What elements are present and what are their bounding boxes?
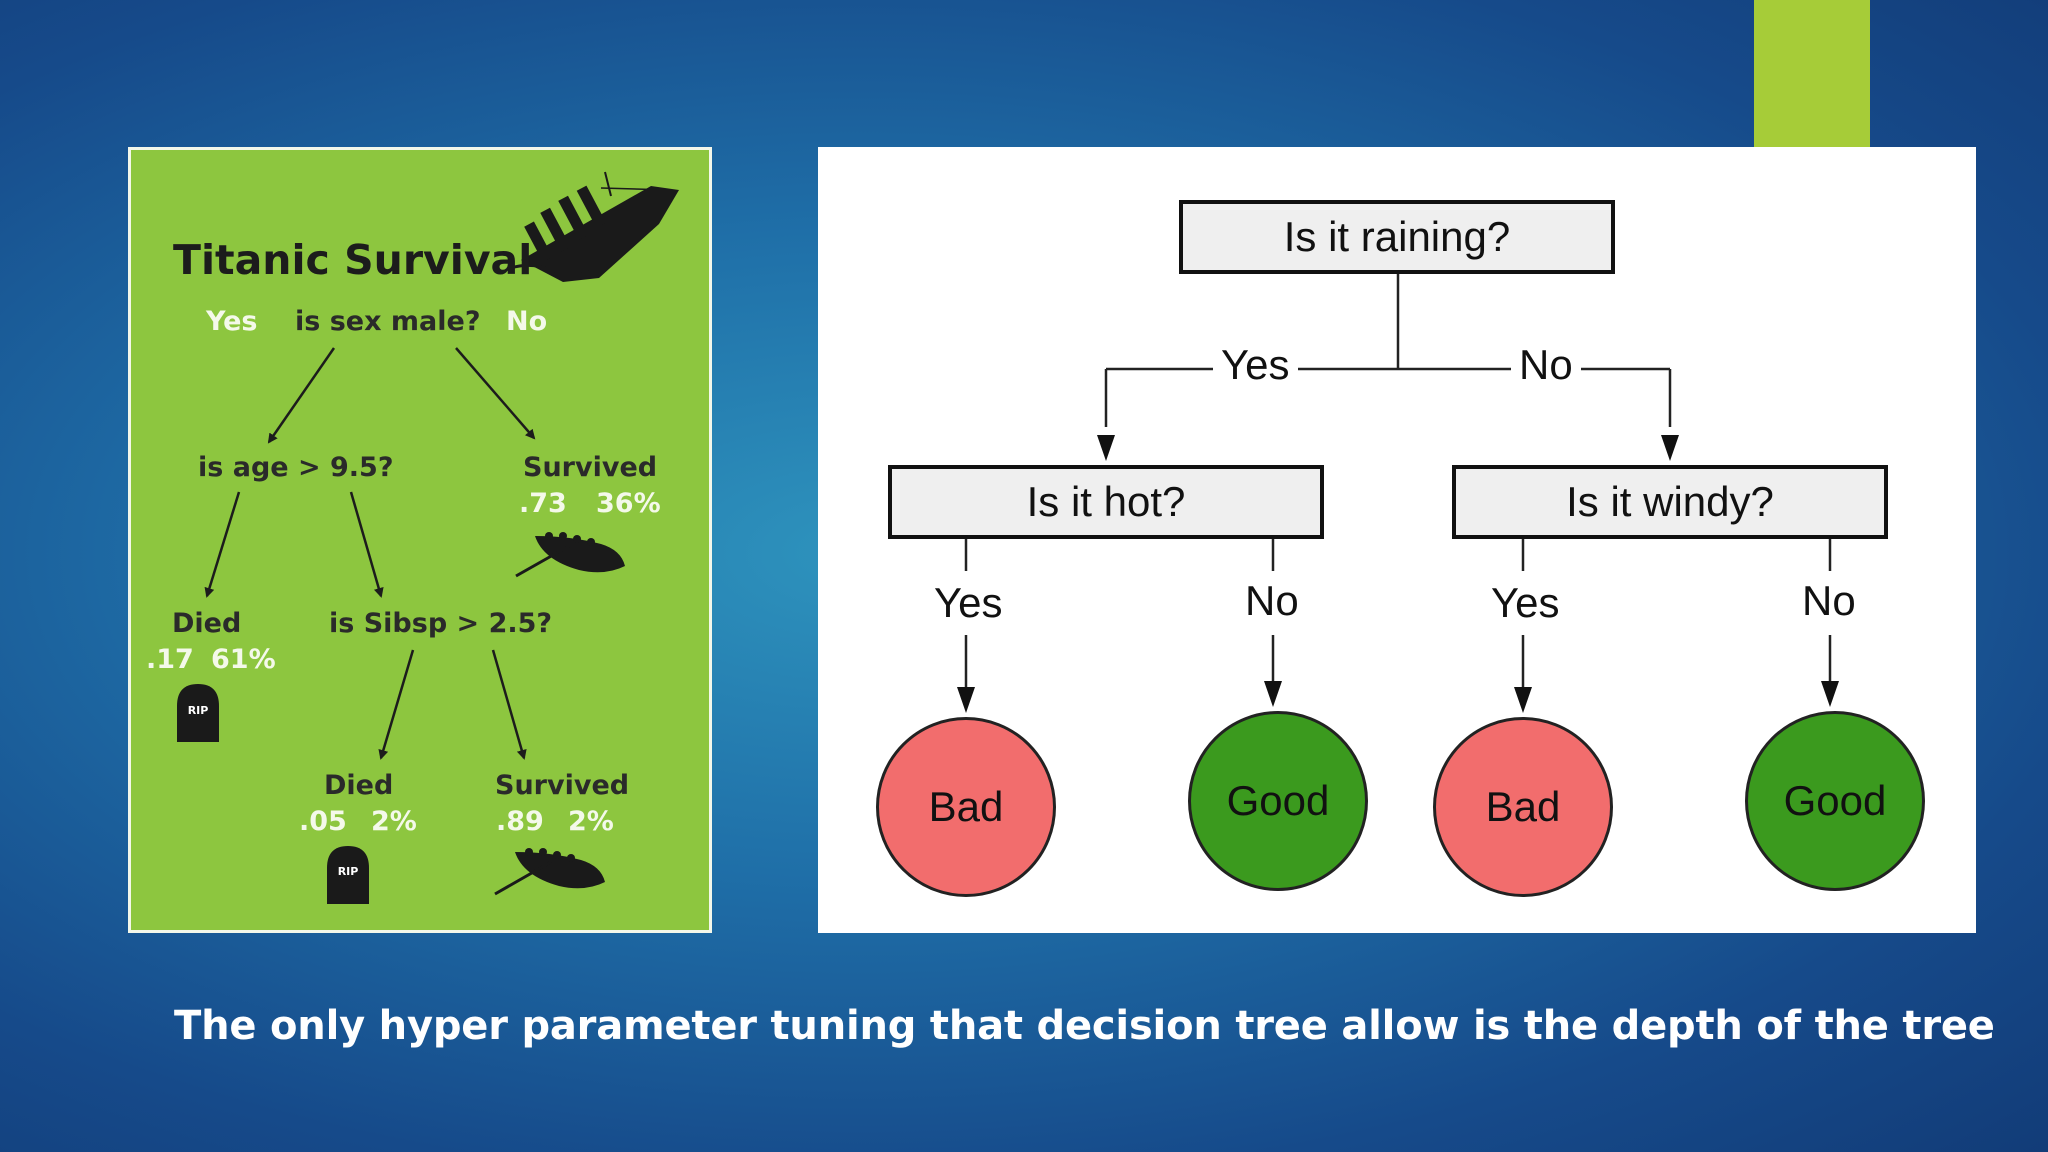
edge-root-to-age <box>267 347 336 444</box>
tombstone-icon: RIP <box>177 684 219 742</box>
titanic-title: Titanic Survival <box>173 236 533 284</box>
age-node-question: is age > 9.5? <box>198 452 394 483</box>
windy-yes-label: Yes <box>1483 579 1568 627</box>
survived-top-label: Survived <box>523 452 658 483</box>
windy-yes-leaf-bad: Bad <box>1433 717 1613 897</box>
windy-no-leaf-good: Good <box>1745 711 1925 891</box>
slide-caption: The only hyper parameter tuning that dec… <box>174 1003 1995 1049</box>
sibsp-node-question: is Sibsp > 2.5? <box>329 608 553 639</box>
died-left-prob: .17 <box>146 644 194 675</box>
tombstone-text: RIP <box>338 865 359 878</box>
died-left-pct: 61% <box>211 644 276 675</box>
hot-no-label: No <box>1237 577 1307 625</box>
accent-bar <box>1754 0 1870 147</box>
survived-top-pct: 36% <box>596 488 661 519</box>
sinking-ship-icon <box>510 171 679 282</box>
hot-yes-leaf-bad: Bad <box>876 717 1056 897</box>
tombstone-text: RIP <box>188 704 209 717</box>
tombstone-icon: RIP <box>327 846 369 904</box>
died-bottom-pct: 2% <box>371 806 417 837</box>
weather-decision-tree: Is it raining? Yes No Is it hot? Is it w… <box>818 147 1976 933</box>
survived-top-prob: .73 <box>519 488 567 519</box>
edge-age-to-sibsp <box>349 491 384 598</box>
edge-sibsp-to-died <box>378 649 415 760</box>
edge-sibsp-to-survived <box>491 649 527 760</box>
root-no-label: No <box>506 306 548 337</box>
windy-question-box: Is it windy? <box>1452 465 1888 539</box>
died-bottom-prob: .05 <box>299 806 347 837</box>
titanic-tree-graphics: RIP RIP <box>177 171 679 904</box>
root-yes-label: Yes <box>1213 341 1298 389</box>
root-no-label: No <box>1511 341 1581 389</box>
survived-bottom-label: Survived <box>495 770 630 801</box>
titanic-survival-diagram: RIP RIP Titanic Survival Yes is sex male… <box>128 147 712 933</box>
edge-root-to-survived <box>455 347 536 440</box>
hot-question-box: Is it hot? <box>888 465 1324 539</box>
windy-no-label: No <box>1794 577 1864 625</box>
died-left-label: Died <box>172 608 242 639</box>
survived-bottom-pct: 2% <box>568 806 614 837</box>
hot-yes-label: Yes <box>926 579 1011 627</box>
edge-age-to-died <box>204 491 241 598</box>
root-question: is sex male? <box>295 306 481 337</box>
root-yes-label: Yes <box>206 306 258 337</box>
root-question-box: Is it raining? <box>1179 200 1615 274</box>
lifeboat-icon <box>515 532 625 578</box>
died-bottom-label: Died <box>324 770 394 801</box>
hot-no-leaf-good: Good <box>1188 711 1368 891</box>
survived-bottom-prob: .89 <box>496 806 544 837</box>
lifeboat-icon <box>494 848 605 896</box>
